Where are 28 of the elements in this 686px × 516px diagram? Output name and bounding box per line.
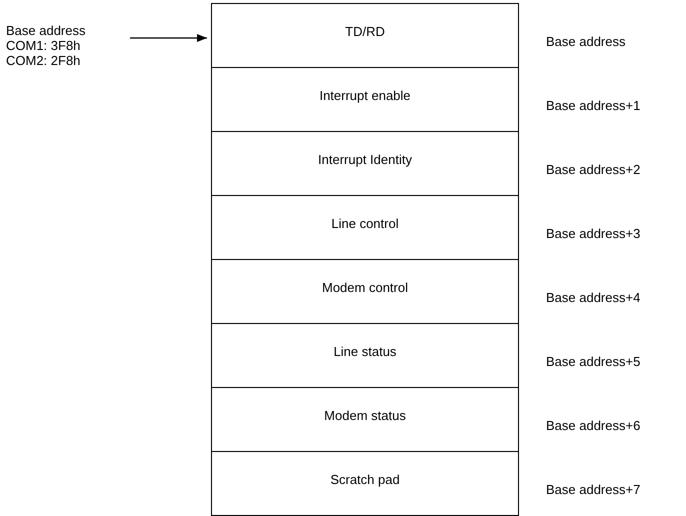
register-name: Interrupt Identity: [318, 150, 412, 169]
register-name: TD/RD: [345, 22, 385, 41]
address-note: Base address: [6, 23, 86, 38]
register-box: [211, 323, 519, 387]
register-box: [211, 67, 519, 131]
register-box: [211, 259, 519, 323]
arrow: [130, 34, 207, 42]
register-box: [211, 387, 519, 451]
address-label: Base address+4: [546, 289, 640, 307]
register-box: [211, 3, 519, 67]
address-label: Base address+7: [546, 481, 640, 499]
address-note: COM2: 2F8h: [6, 53, 82, 68]
address-label: Base address+2: [546, 161, 640, 179]
register-name: Modem status: [324, 406, 406, 425]
address-label: Base address+5: [546, 353, 640, 371]
register-box: [211, 131, 519, 195]
register-name: Line status: [334, 342, 396, 361]
register-name: Modem control: [322, 278, 408, 297]
register-name: Scratch pad: [330, 470, 400, 489]
register-box: [211, 451, 519, 516]
address-label: Base address+3: [546, 225, 640, 243]
register-box: [211, 195, 519, 259]
register-name: Interrupt enable: [319, 86, 411, 105]
register-name: Line control: [331, 214, 399, 233]
address-label: Base address: [546, 33, 626, 51]
address-note: COM1: 3F8h: [6, 38, 82, 53]
address-label: Base address+6: [546, 417, 640, 435]
address-label: Base address+1: [546, 97, 640, 115]
